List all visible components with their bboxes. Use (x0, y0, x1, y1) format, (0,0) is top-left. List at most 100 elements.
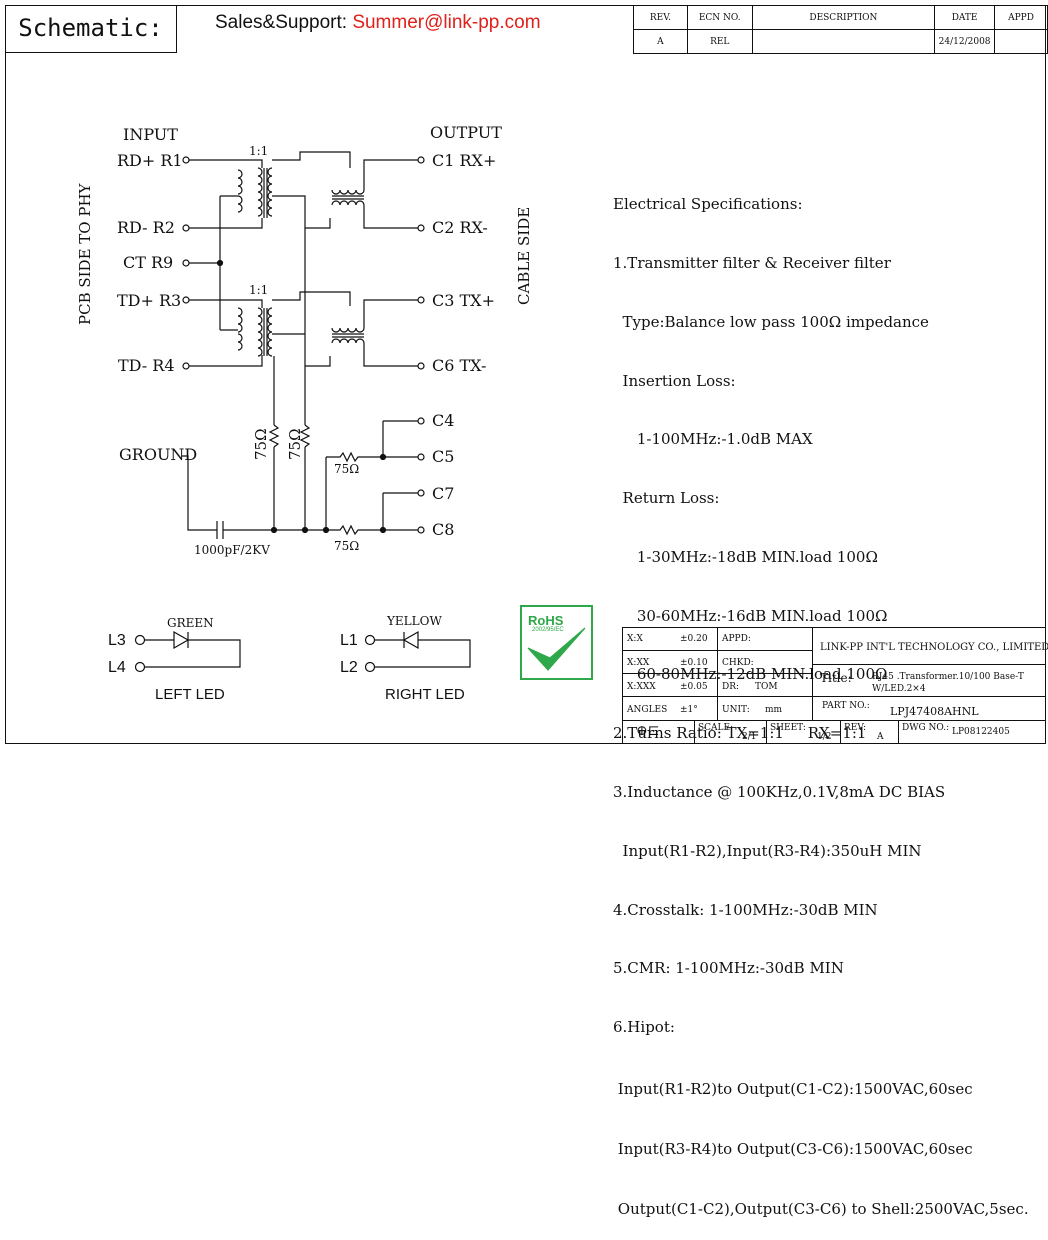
pin-label-c6: C6 TX- (432, 356, 487, 375)
pin-label-c5: C5 (432, 447, 455, 466)
led-right-title: RIGHT LED (385, 686, 465, 703)
sales-label: Sales&Support: (215, 12, 348, 33)
pin-c4 (417, 417, 425, 425)
pin-label-c4: C4 (432, 411, 455, 430)
led-right-pin1: L1 (340, 632, 358, 649)
date-cell: 24/12/2008 (934, 29, 996, 54)
spec-line: 4.Crosstalk: 1-100MHz:-30dB MIN (613, 900, 878, 919)
scale-value: 2/1 (742, 732, 757, 742)
termination-network (182, 228, 418, 539)
pin-r3 (182, 296, 190, 304)
sheet-value: 1/2 (817, 732, 832, 742)
spec-line: 1-30MHz:-18dB MIN.load 100Ω (613, 547, 878, 566)
led-left-symbol (134, 630, 241, 673)
pin-c3 (417, 296, 425, 304)
title-value-1: RJ45 .Transformer.10/100 Base-T (872, 672, 1024, 682)
pcb-side-label: PCB SIDE TO PHY (76, 183, 94, 325)
spec-line: 1-100MHz:-1.0dB MAX (613, 430, 813, 449)
pin-label-c3: C3 TX+ (432, 291, 495, 310)
rohs-sub: 2002/95/EC (532, 627, 564, 633)
pin-c5 (417, 453, 425, 461)
title-label: Title: (820, 671, 852, 685)
rohs-label: RoHS (528, 613, 564, 628)
resistor-2-label: 75Ω (286, 428, 304, 460)
sales-support: Sales&Support: Summer@link-pp.com (215, 12, 541, 34)
led-left-title: LEFT LED (155, 686, 225, 703)
input-pins (182, 156, 263, 370)
tol1-label: X:X (627, 634, 643, 644)
dr-value: TOM (755, 682, 778, 692)
pin-label-r2: RD- R2 (117, 218, 175, 237)
resistor-3-label: 75Ω (334, 462, 360, 476)
spec-line: Type:Balance low pass 100Ω impedance (613, 312, 929, 331)
ct-junction (216, 259, 224, 267)
tol2-value: ±0.10 (680, 658, 708, 668)
pin-c1 (417, 156, 425, 164)
led-right-pin2: L2 (340, 659, 358, 676)
pin-c2 (417, 224, 425, 232)
chkd-label: CHKD: (722, 658, 754, 668)
dr-label: DR: (722, 682, 740, 692)
resistor-1-label: 75Ω (252, 428, 270, 460)
spec-line: Input(R1-R2)to Output(C1-C2):1500VAC,60s… (613, 1079, 973, 1098)
description-cell (751, 29, 936, 54)
pin-label-r9: CT R9 (123, 253, 174, 272)
pin-c8 (417, 526, 425, 534)
spec-line: Return Loss: (613, 489, 720, 508)
angles-label: ANGLES (627, 705, 668, 715)
ecn-cell: REL (686, 29, 753, 54)
sales-email[interactable]: Summer@link-pp.com (352, 12, 541, 33)
spec-line: 30-60MHz:-16dB MIN.load 100Ω (613, 606, 888, 625)
unit-label: UNIT: (722, 705, 750, 715)
tol2-label: X:XX (627, 658, 650, 668)
tol3-value: ±0.05 (680, 682, 708, 692)
drawing-frame (5, 5, 1046, 744)
spec-line: Output(C1-C2),Output(C3-C6) to Shell:250… (613, 1200, 1029, 1219)
angles-value: ±1° (680, 705, 698, 715)
spec-line: 1.Transmitter filter & Receiver filter (613, 253, 891, 272)
pin-label-c2: C2 RX- (432, 218, 488, 237)
appd-label: APPD: (722, 634, 751, 644)
spec-line: Input(R1-R2),Input(R3-R4):350uH MIN (613, 841, 922, 860)
transformer-top (220, 151, 418, 229)
description-header: DESCRIPTION (751, 5, 936, 30)
spec-line: 60-80MHz:-12dB MIN.load 100Ω (613, 665, 888, 684)
pin-label-c7: C7 (432, 484, 455, 503)
rohs-logo (520, 605, 593, 680)
revision-table: REV. ECN NO. DESCRIPTION DATE APPD A REL… (633, 5, 1048, 54)
input-label: INPUT (123, 125, 178, 144)
rev-value: A (877, 732, 884, 742)
led-left-pin1: L3 (108, 632, 126, 649)
rev-label: REV: (844, 723, 866, 733)
pin-label-r3: TD+ R3 (117, 291, 182, 310)
output-label: OUTPUT (430, 123, 502, 142)
pin-r9 (182, 259, 190, 267)
spec-line: Input(R3-R4)to Output(C3-C6):1500VAC,60s… (613, 1140, 973, 1159)
pin-label-r1: RD+ R1 (117, 151, 183, 170)
resistor-4-label: 75Ω (334, 539, 360, 553)
appd-header: APPD (994, 5, 1048, 30)
schematic-diagram (134, 151, 593, 680)
led-left-color: GREEN (167, 616, 214, 630)
spec-line: 6.Hipot: (613, 1018, 675, 1037)
rev-cell: A (633, 29, 688, 54)
pin-label-r4: TD- R4 (118, 356, 175, 375)
tol3-label: X:XXX (627, 682, 656, 692)
led-right-symbol (364, 630, 471, 673)
ratio-top: 1:1 (249, 144, 269, 158)
pin-label-c8: C8 (432, 520, 455, 539)
led-right-color: YELLOW (387, 614, 442, 628)
pin-r1 (182, 156, 190, 164)
pin-r2 (182, 224, 190, 232)
rev-header: REV. (633, 5, 688, 30)
title-value-2: W/LED.2×4 (872, 684, 926, 694)
pin-label-c1: C1 RX+ (432, 151, 497, 170)
spec-line: 2.Turns Ratio: TX=1:1 RX=1:1 (613, 724, 867, 743)
spec-line: Electrical Specifications: (613, 195, 803, 214)
sheet-label: SHEET: (770, 723, 806, 733)
output-pins (417, 156, 425, 534)
tol1-value: ±0.20 (680, 634, 708, 644)
ratio-bottom: 1:1 (249, 283, 269, 297)
pin-c7 (417, 489, 425, 497)
scale-label: SCALE: (698, 723, 734, 733)
